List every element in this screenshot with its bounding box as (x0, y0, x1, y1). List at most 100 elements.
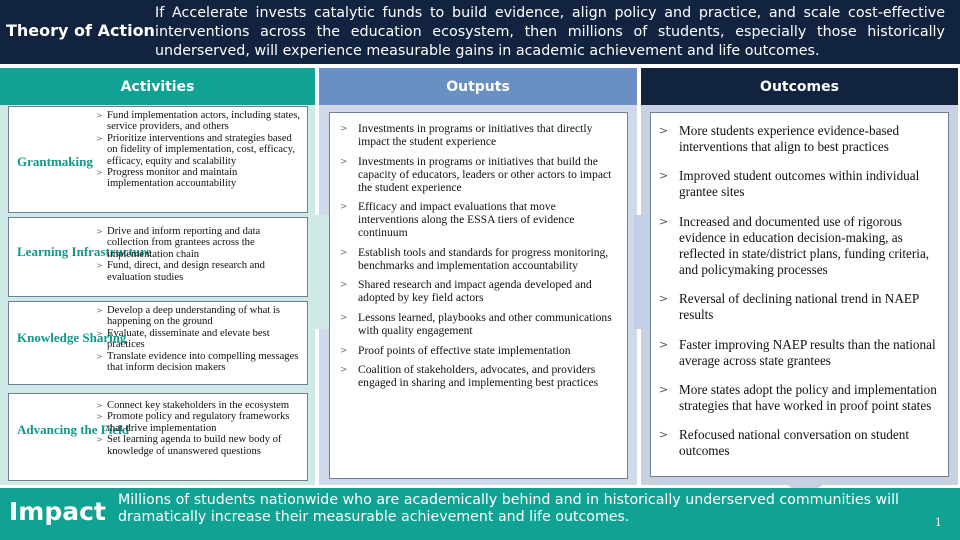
list-item-text: Efficacy and impact evaluations that mov… (358, 200, 575, 240)
bullet-marker: > (96, 401, 103, 410)
list-item: > Investments in programs or initiatives … (340, 155, 619, 194)
activity-list-grantmaking: > Fund implementation actors, including s… (96, 110, 303, 190)
bullet-marker: > (340, 365, 348, 376)
list-item-text: Promote policy and regulatory frameworks… (107, 411, 290, 434)
bullet-marker: > (340, 247, 348, 258)
bullet-marker: > (96, 133, 103, 143)
list-item: > Fund implementation actors, including s… (96, 110, 303, 133)
bullet-marker: > (340, 280, 348, 291)
list-item: > Develop a deep understanding of what is… (96, 305, 303, 328)
page-number: 1 (935, 514, 942, 529)
activity-list-knowledge-sharing: > Develop a deep understanding of what is… (96, 305, 303, 373)
list-item-text: Establish tools and standards for progre… (358, 245, 609, 272)
list-item-text: Fund implementation actors, including st… (107, 110, 301, 133)
bullet-marker: > (659, 124, 669, 137)
arrow-outcomes-to-impact (774, 476, 836, 497)
list-item: > Efficacy and impact evaluations that mo… (340, 200, 619, 239)
list-item-text: More students experience evidence-based … (679, 123, 900, 154)
list-item-text: Increased and documented use of rigorous… (679, 213, 930, 277)
bullet-marker: > (96, 227, 103, 236)
bullet-marker: > (96, 412, 103, 422)
bullet-marker: > (340, 202, 348, 213)
list-item: > Prioritize interventions and strategies… (96, 133, 303, 167)
list-item-text: Translate evidence into compelling messa… (107, 350, 299, 374)
list-item-text: Lessons learned, playbooks and other com… (358, 310, 612, 337)
list-item: > Progress monitor and maintain implement… (96, 167, 303, 190)
bullet-marker: > (659, 428, 669, 442)
list-item-text: Refocused national conversation on stude… (679, 427, 909, 459)
activity-list-advancing-the-field: > Connect key stakeholders in the ecosyst… (96, 400, 303, 457)
list-item: > Refocused national conversation on stud… (659, 427, 940, 459)
list-item: > Translate evidence into compelling mess… (96, 351, 303, 374)
outputs-card: > Investments in programs or initiatives … (329, 112, 628, 479)
list-item-text: Shared research and impact agenda develo… (358, 278, 592, 305)
theory-of-action-banner (0, 0, 960, 64)
list-item-text: Prioritize interventions and strategies … (107, 132, 295, 167)
list-item-text: Improved student outcomes within individ… (679, 168, 920, 200)
list-item-text: Drive and inform reporting and data coll… (107, 226, 261, 260)
activity-card-knowledge-sharing: Knowledge Sharing > Develop a deep unders… (8, 301, 308, 385)
bullet-marker: > (340, 124, 348, 134)
list-item: >Fund, direct, and design research and e… (96, 260, 303, 283)
bullet-marker: > (340, 312, 348, 323)
bullet-marker: > (96, 435, 103, 445)
outputs-list: > Investments in programs or initiatives … (340, 122, 619, 396)
list-item: >Investments in programs or initiatives … (340, 122, 619, 148)
list-item: > Shared research and impact agenda devel… (340, 278, 619, 304)
list-item: > Establish tools and standards for progr… (340, 246, 619, 272)
list-item: >Increased and documented use of rigorou… (659, 214, 940, 278)
list-item: > More students experience evidence-based… (659, 123, 940, 155)
outcomes-header: Outcomes (641, 68, 958, 105)
bullet-marker: > (659, 292, 669, 306)
list-item: > Improved student outcomes within indivi… (659, 168, 940, 200)
bullet-marker: > (659, 337, 669, 351)
bullet-marker: > (659, 382, 669, 396)
list-item: > Proof points of effective state impleme… (340, 344, 619, 357)
activity-card-advancing-the-field: Advancing the Field > Connect key stakeho… (8, 393, 308, 481)
list-item-text: Fund, direct, and design research and ev… (107, 260, 265, 283)
list-item-text: Set learning agenda to build new body of… (107, 434, 282, 457)
bullet-marker: > (96, 111, 103, 120)
activity-label-advancing-the-field: Advancing the Field (17, 422, 129, 437)
list-item: > Coalition of stakeholders, advocates, a… (340, 363, 619, 389)
list-item-text: Develop a deep understanding of what is … (107, 305, 280, 328)
list-item: > Promote policy and regulatory framework… (96, 411, 303, 434)
impact-text: Millions of students nationwide who are … (118, 492, 899, 525)
list-item-text: Proof points of effective state implemen… (358, 343, 571, 357)
activity-card-grantmaking: Grantmaking > Fund implementation actors,… (8, 106, 308, 213)
activity-card-learning-infrastructure: Learning Infrastructure > Drive and infor… (8, 217, 308, 297)
activity-label-learning-infrastructure: Learning Infrastructure (17, 244, 152, 259)
list-item: > Lessons learned, playbooks and other co… (340, 311, 619, 337)
activity-label-grantmaking: Grantmaking (17, 154, 93, 169)
list-item: > Drive and inform reporting and data col… (96, 226, 303, 260)
list-item-text: Investments in programs or initiatives t… (358, 154, 612, 194)
theory-of-action-text: If Accelerate invests catalytic funds to… (155, 5, 945, 59)
activities-header: Activities (0, 68, 315, 105)
list-item: > Connect key stakeholders in the ecosyst… (96, 400, 303, 411)
list-item-text: Reversal of declining national trend in … (679, 291, 919, 323)
list-item-text: Evaluate, disseminate and elevate best p… (107, 327, 270, 351)
theory-of-action-label: Theory of Action (6, 21, 155, 40)
list-item: > More states adopt the policy and implem… (659, 382, 940, 414)
outcomes-card: > More students experience evidence-based… (650, 112, 949, 477)
outcomes-list: > More students experience evidence-based… (659, 123, 940, 473)
list-item-text: More states adopt the policy and impleme… (679, 381, 937, 413)
activity-label-knowledge-sharing: Knowledge Sharing (17, 330, 127, 345)
list-item: > Faster improving NAEP results than the … (659, 337, 940, 369)
impact-label: Impact (9, 497, 106, 526)
bullet-marker: > (96, 168, 103, 178)
outputs-header: Outputs (319, 68, 637, 105)
list-item-text: Connect key stakeholders in the ecosyste… (107, 400, 290, 411)
bullet-marker: > (340, 345, 348, 356)
list-item-text: Progress monitor and maintain implementa… (107, 167, 238, 190)
impact-banner (0, 488, 960, 540)
list-item-text: Faster improving NAEP results than the n… (679, 336, 936, 368)
activity-list-learning-infrastructure: > Drive and inform reporting and data col… (96, 226, 303, 283)
bullet-marker: > (96, 328, 103, 338)
list-item-text: Coalition of stakeholders, advocates, an… (358, 363, 599, 390)
list-item: > Evaluate, disseminate and elevate best … (96, 328, 303, 351)
bullet-marker: > (96, 351, 103, 361)
bullet-marker: > (96, 306, 103, 315)
bullet-marker: > (340, 156, 348, 167)
bullet-marker: > (659, 169, 669, 183)
